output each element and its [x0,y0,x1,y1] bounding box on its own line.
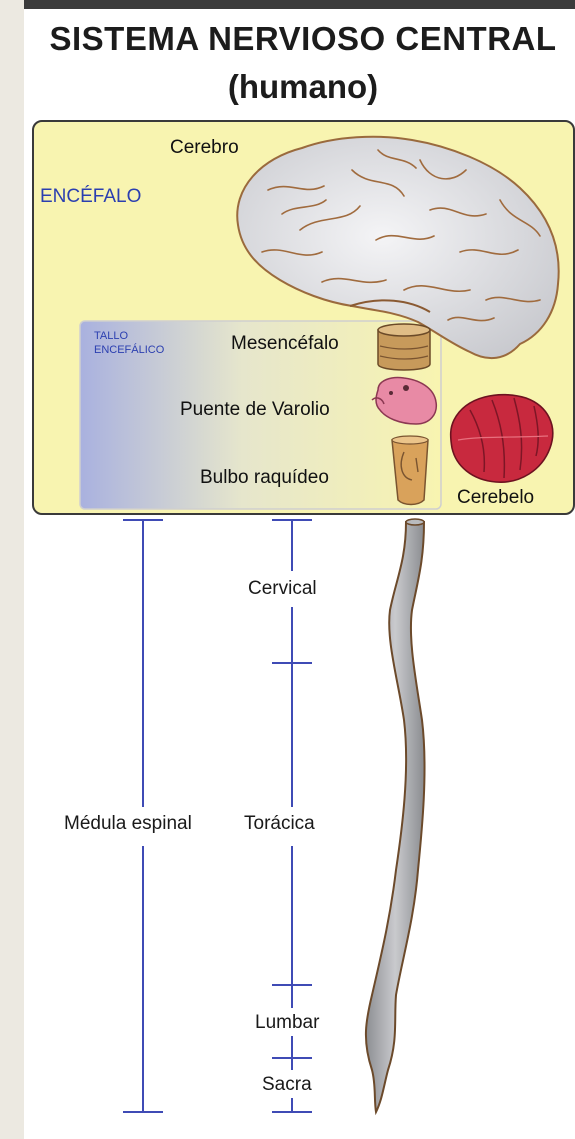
spinal-cord-icon [366,522,425,1112]
mesencefalo-icon [378,324,430,370]
title-line-1: SISTEMA NERVIOSO CENTRAL [48,20,558,58]
label-cerebelo: Cerebelo [457,487,534,509]
label-lumbar: Lumbar [255,1012,319,1034]
label-sacra: Sacra [262,1074,312,1096]
bulbo-icon [392,436,428,505]
label-puente: Puente de Varolio [180,399,330,421]
label-encefalo: ENCÉFALO [40,186,141,208]
title-line-2: (humano) [48,68,558,106]
label-tallo-1: TALLO [94,330,128,343]
label-toracica: Torácica [244,813,315,835]
label-cervical: Cervical [248,578,317,600]
label-tallo-2: ENCEFÁLICO [94,344,164,357]
label-mesencefalo: Mesencéfalo [231,333,339,355]
label-cerebro: Cerebro [170,137,239,159]
label-medula: Médula espinal [64,813,192,835]
label-bulbo: Bulbo raquídeo [200,467,329,489]
